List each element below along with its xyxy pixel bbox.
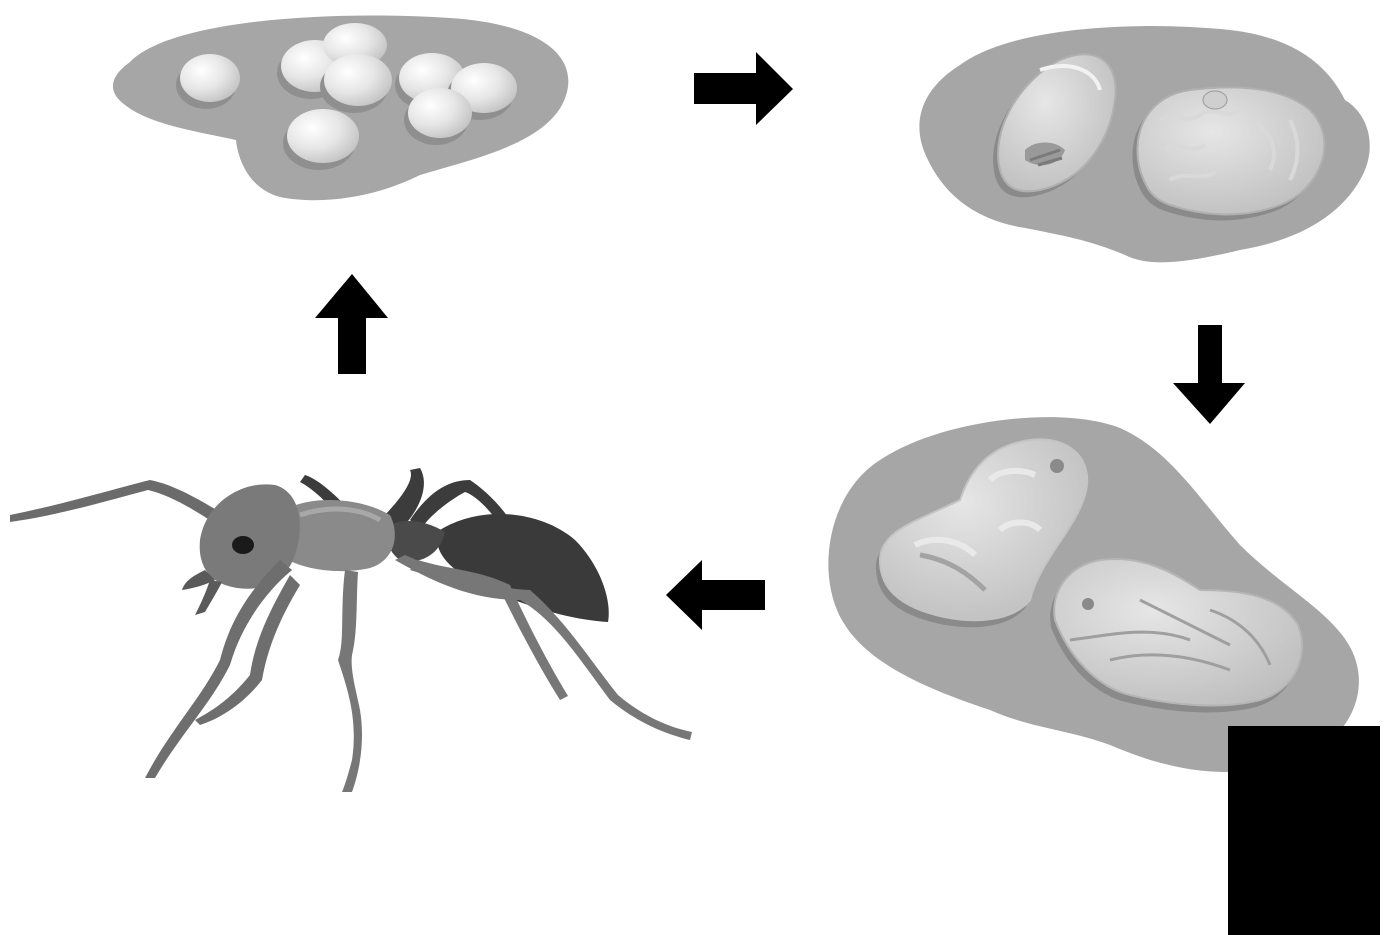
arrow-right-eggs-to-larvae [694, 52, 793, 125]
larvae-stage [919, 26, 1369, 262]
arrow-left-pupae-to-adult [666, 560, 765, 630]
eggs-stage [113, 15, 568, 200]
arrow-up-adult-to-eggs [315, 274, 388, 374]
adult-stage [10, 468, 692, 792]
arrow-down-larvae-to-pupae [1173, 325, 1245, 424]
pupae-stage [828, 417, 1358, 772]
stage-number-badge: 4 [1228, 726, 1380, 935]
adult-ant-illustration [10, 468, 692, 792]
